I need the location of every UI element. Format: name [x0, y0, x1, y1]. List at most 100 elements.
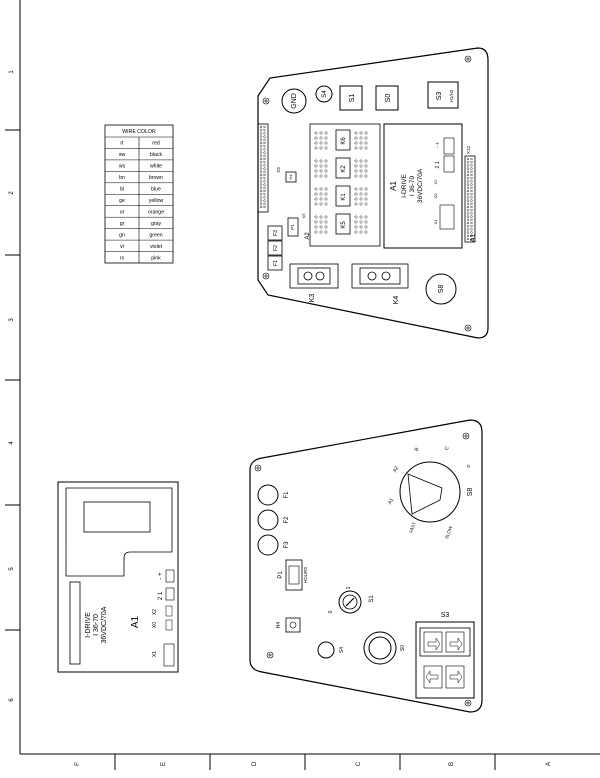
connector-pin: [259, 199, 263, 202]
wire-color-name: black: [150, 152, 163, 158]
connector-pin: [259, 151, 263, 154]
relay-contact: [359, 197, 363, 201]
connector-pin: [466, 202, 470, 205]
connector-pin: [259, 189, 263, 193]
connector-pin: [259, 180, 263, 183]
connector-pin: [470, 164, 473, 167]
relay-contact: [324, 131, 328, 135]
connector-pin: [470, 237, 473, 241]
relay-contact: [324, 136, 328, 140]
k4-socket: [351, 263, 409, 289]
x12-label: X12: [466, 146, 471, 155]
connector-pin: [263, 135, 266, 138]
relay-contact: [354, 220, 358, 224]
dial-slow: SLOW: [444, 525, 453, 540]
relay-contact: [314, 174, 318, 178]
relay-contact: [314, 141, 318, 145]
k6-relay: [335, 129, 351, 151]
relay-contact: [354, 202, 358, 206]
k1-label: K1: [341, 193, 347, 201]
relay-contact: [324, 215, 328, 219]
hour-meter: [285, 559, 303, 591]
relay-contact: [364, 192, 368, 196]
connector-pin: [259, 173, 263, 177]
relay-contact: [319, 169, 323, 173]
relay-contact: [319, 230, 323, 234]
connector-pin: [263, 189, 266, 193]
a1-module-idrive-1: I-DRIVE: [85, 612, 92, 638]
wire-code: bn: [119, 175, 125, 181]
relay-contact: [364, 136, 368, 140]
connector-pin: [259, 202, 263, 205]
connector-pin: [466, 234, 470, 237]
connector-pin: [466, 215, 470, 218]
top-panel: GND S4 S1 S0 S3 H1/H2 X3 K6 K2 K1 K5 H4 …: [257, 47, 489, 339]
row-label: 6: [9, 698, 15, 702]
dial-fast: FAST: [408, 521, 417, 534]
connector-pin: [470, 234, 473, 237]
relay-contact: [359, 230, 363, 234]
relay-contact: [314, 146, 318, 150]
connector-pin: [466, 218, 470, 221]
relay-contact: [324, 141, 328, 145]
connector-pin: [263, 141, 266, 145]
a1-module-idrive-3: 36VDC/70A: [101, 606, 108, 643]
x0-label: X0: [433, 193, 438, 199]
relay-contact: [354, 169, 358, 173]
terminal-box: [443, 155, 455, 173]
row-label: 2: [9, 191, 15, 195]
f1-fuse-holder: [257, 484, 279, 506]
p1-label: P1: [290, 224, 295, 230]
relay-contact: [324, 225, 328, 229]
idrive-line2: I 36-70: [409, 176, 416, 197]
col-label: E: [161, 762, 167, 766]
wire-code: ws: [119, 164, 126, 170]
wire-code: rt: [120, 141, 124, 147]
s1-label: S1: [349, 94, 356, 103]
relay-contact: [324, 202, 328, 206]
dial-b: B: [414, 446, 421, 452]
relay-contact: [364, 131, 368, 135]
connector-pin: [259, 138, 263, 141]
connector-pin: [470, 177, 473, 180]
a1-module-label: A1: [130, 615, 141, 628]
connector-pin: [259, 177, 263, 180]
terminal-box: [165, 587, 175, 601]
screw-icon: [254, 432, 472, 707]
wire-color-name: pink: [151, 255, 161, 261]
h4-lamp: [285, 171, 297, 183]
connector-pin: [466, 205, 470, 209]
x1-connector: [439, 204, 455, 230]
relay-block: [309, 123, 381, 247]
a1-module-signs: - +: [158, 572, 164, 580]
relay-contact: [314, 187, 318, 191]
relay-contact: [359, 220, 363, 224]
relay-contact: [319, 131, 323, 135]
connector-pin: [470, 199, 473, 202]
s0-switch: [375, 85, 399, 111]
wire-code: bl: [120, 187, 124, 193]
relay-contact: [319, 141, 323, 145]
gnd-label: GND: [291, 93, 298, 109]
connector-pin: [470, 196, 473, 199]
a1-module-outline: [57, 481, 179, 673]
connector-pin: [470, 205, 473, 209]
connector-pin: [466, 199, 470, 202]
relay-contact: [314, 220, 318, 224]
s8-label: S8: [467, 488, 474, 497]
connector-pin: [259, 125, 263, 129]
relay-contact: [359, 215, 363, 219]
relay-contact: [359, 164, 363, 168]
connector-pin: [466, 225, 470, 228]
connector-pin: [259, 132, 263, 135]
relay-contact: [354, 215, 358, 219]
relay-contact: [354, 131, 358, 135]
wire-code: gr: [120, 221, 125, 227]
relay-contact: [319, 146, 323, 150]
relay-contact: [364, 174, 368, 178]
s8-knob: [425, 273, 457, 305]
col-ticks: [114, 754, 496, 770]
relay-contact: [364, 164, 368, 168]
connector-pin: [470, 218, 473, 221]
